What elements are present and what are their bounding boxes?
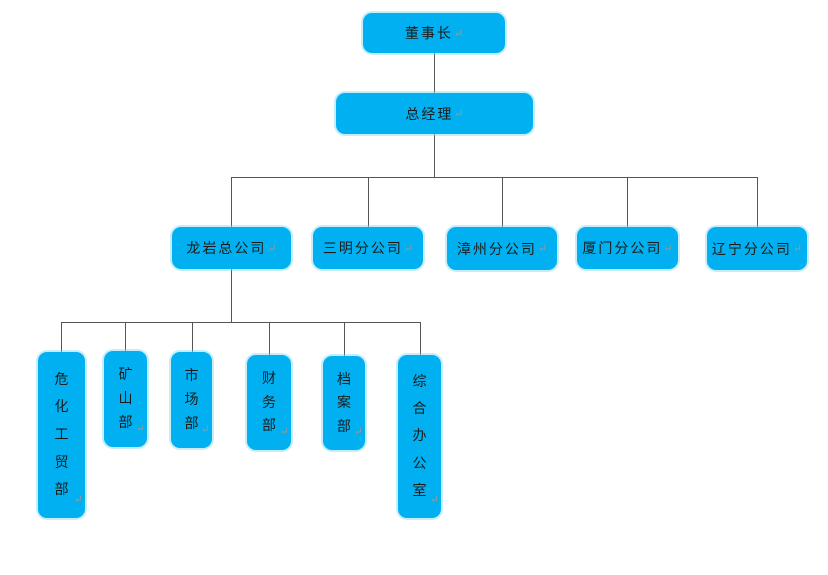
return-mark-icon: ↵ <box>663 241 673 255</box>
return-mark-icon: ↵ <box>267 241 277 255</box>
return-mark-icon: ↵ <box>279 425 289 438</box>
connector-line <box>344 322 345 356</box>
return-mark-icon: ↵ <box>200 423 210 436</box>
return-mark-icon: ↵ <box>792 242 803 255</box>
connector-line <box>125 322 126 351</box>
org-node-chairman[interactable]: 董事长↵ <box>363 13 505 53</box>
org-node-dept-hazchem-industry-trade[interactable]: 危化工贸部 ↵ <box>38 352 85 518</box>
node-label: 财务部 <box>262 370 276 435</box>
node-label: 档案部 <box>337 371 351 435</box>
node-label: 综合办公室 <box>412 374 427 499</box>
org-node-branch-sanming[interactable]: 三明分公司↵ <box>313 227 423 269</box>
connector-line <box>502 177 503 227</box>
node-label: 矿山部 <box>118 367 133 431</box>
return-mark-icon: ↵ <box>429 493 439 506</box>
node-label: 辽宁分公司 <box>711 241 792 258</box>
node-label: 危化工贸部 <box>54 371 69 499</box>
return-mark-icon: ↵ <box>537 242 548 255</box>
node-label: 市场部 <box>184 368 199 432</box>
return-mark-icon: ↵ <box>135 422 145 435</box>
return-mark-icon: ↵ <box>353 425 363 438</box>
connector-line <box>627 177 628 227</box>
org-node-dept-archives[interactable]: 档案部↵ <box>323 356 365 450</box>
org-node-branch-zhangzhou[interactable]: 漳州分公司↵ <box>447 227 557 270</box>
org-node-branch-xiamen[interactable]: 厦门分公司↵ <box>577 227 678 269</box>
org-node-branch-liaoning[interactable]: 辽宁分公司↵ <box>707 227 807 270</box>
connector-line <box>231 269 232 322</box>
node-label: 董事长 <box>404 26 453 42</box>
connector-line <box>368 177 369 227</box>
org-node-dept-general-office[interactable]: 综合办公室↵ <box>398 355 441 518</box>
org-node-branch-longyan-head-company[interactable]: 龙岩总公司↵ <box>172 227 291 269</box>
org-node-dept-marketing[interactable]: 市场部↵ <box>171 352 212 448</box>
org-node-dept-mining[interactable]: 矿山部↵ <box>104 351 147 447</box>
connector-line <box>61 322 62 352</box>
node-label: 厦门分公司 <box>582 241 663 257</box>
return-mark-icon: ↵ <box>453 26 464 40</box>
node-label: 三明分公司 <box>322 241 403 257</box>
connector-line <box>434 134 435 177</box>
node-label: 总经理 <box>405 106 454 123</box>
return-mark-icon: ↵ <box>403 241 414 255</box>
return-mark-icon: ↵ <box>73 493 83 506</box>
connector-line <box>269 322 270 355</box>
node-label: 龙岩总公司 <box>186 241 267 257</box>
connector-line <box>757 177 758 227</box>
org-node-general-manager[interactable]: 总经理↵ <box>336 93 533 134</box>
connector-rail <box>61 322 420 323</box>
return-mark-icon: ↵ <box>454 107 464 120</box>
node-label: 漳州分公司 <box>456 241 537 258</box>
org-node-dept-finance[interactable]: 财务部↵ <box>247 355 291 450</box>
connector-line <box>192 322 193 352</box>
connector-line <box>231 177 232 227</box>
connector-line <box>434 53 435 93</box>
connector-rail <box>231 177 757 178</box>
connector-line <box>420 322 421 355</box>
